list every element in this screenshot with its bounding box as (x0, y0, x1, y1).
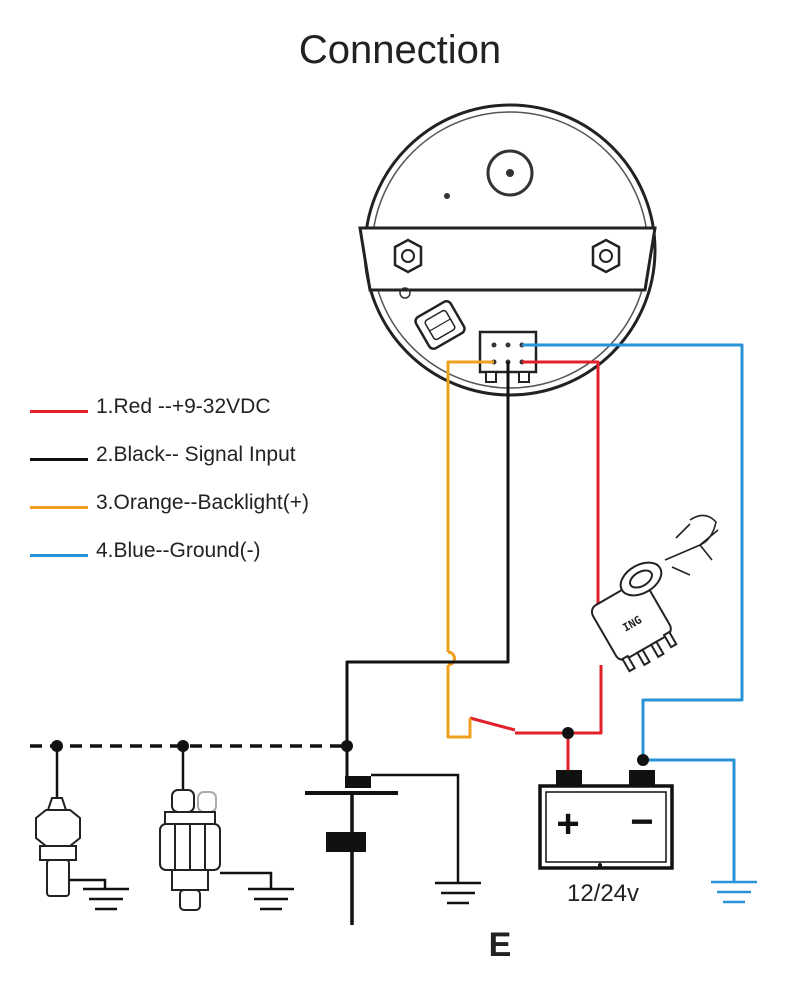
legend-label: 4.Blue--Ground(-) (96, 539, 261, 562)
diagram-letter: E (488, 926, 512, 964)
legend-label: 2.Black-- Signal Input (96, 443, 296, 466)
wire-blue-ground (522, 343, 744, 760)
fuel-level-sender (305, 773, 460, 925)
wire-red-to-gauge (522, 360, 600, 612)
bracket-nut-right (591, 238, 621, 274)
legend-item-orange: 3.Orange--Backlight(+) (30, 491, 370, 539)
ground-symbols (69, 871, 757, 911)
ground-icon (69, 878, 129, 911)
ignition-switch: ING (590, 514, 719, 673)
junction-dots (51, 727, 649, 766)
legend-item-red: 1.Red --+9-32VDC (30, 395, 370, 443)
ground-icon (435, 881, 481, 905)
wire-blue-ground-to-earth (643, 758, 736, 882)
wire-black-signal (345, 362, 510, 785)
wires (30, 343, 744, 882)
temperature-sender (35, 797, 81, 897)
legend-item-blue: 4.Blue--Ground(-) (30, 539, 370, 587)
battery-positive-sign: + (556, 802, 579, 846)
wire-legend: 1.Red --+9-32VDC 2.Black-- Signal Input … (30, 395, 370, 587)
wire-red-switch-to-battery (566, 665, 603, 770)
battery-negative-sign: − (630, 800, 653, 844)
battery-voltage-label: 12/24v (566, 880, 640, 907)
legend-swatch-orange (30, 506, 88, 509)
ground-icon (220, 871, 294, 911)
legend-item-black: 2.Black-- Signal Input (30, 443, 370, 491)
ground-icon-blue (711, 880, 757, 904)
wire-orange-backlight (446, 360, 494, 652)
page-title: Connection (298, 28, 502, 72)
legend-label: 1.Red --+9-32VDC (96, 395, 271, 418)
legend-swatch-black (30, 458, 88, 461)
oil-pressure-sender (159, 789, 221, 911)
gauge-back (358, 103, 657, 397)
wire-red-switch-link (469, 716, 516, 732)
bracket-nut-left (393, 238, 423, 274)
legend-swatch-red (30, 410, 88, 413)
battery: + − (538, 770, 674, 870)
legend-label: 3.Orange--Backlight(+) (96, 491, 310, 514)
legend-swatch-blue (30, 554, 88, 557)
backlight-socket (414, 299, 466, 351)
